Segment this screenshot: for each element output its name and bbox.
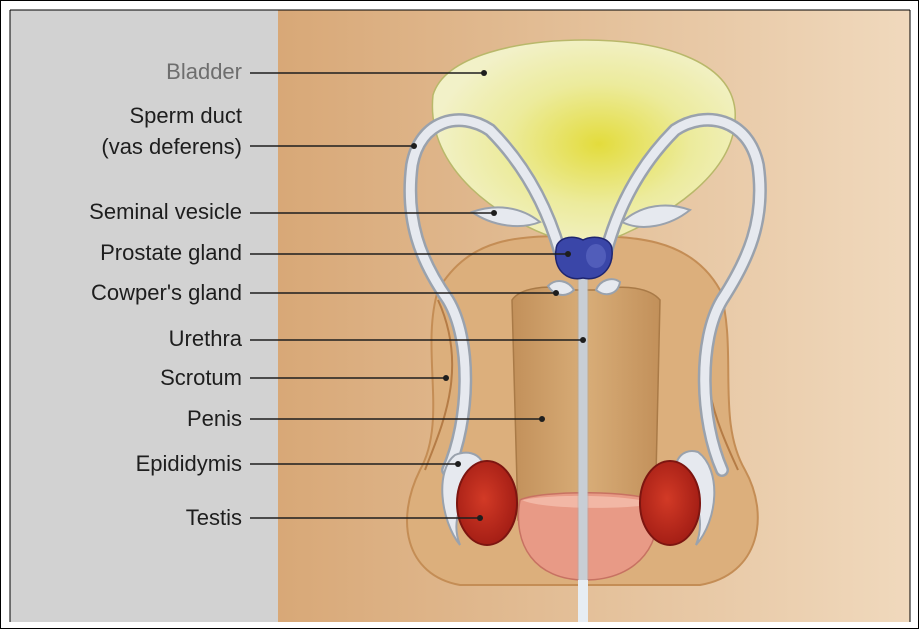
label-bladder: Bladder (166, 59, 242, 84)
label-scrotum: Scrotum (160, 365, 242, 390)
leader-dot-cowpers-gland (553, 290, 559, 296)
leader-dot-prostate-gland (565, 251, 571, 257)
leader-dot-bladder (481, 70, 487, 76)
leader-dot-scrotum (443, 375, 449, 381)
leader-dot-epididymis (455, 461, 461, 467)
label-prostate-gland: Prostate gland (100, 240, 242, 265)
leader-dot-sperm-duct (411, 143, 417, 149)
testis-left (457, 461, 517, 545)
prostate-highlight (586, 244, 606, 268)
leader-dot-penis (539, 416, 545, 422)
leader-dot-seminal-vesicle (491, 210, 497, 216)
label-vas-deferens: (vas deferens) (101, 134, 242, 159)
urine-exit (578, 580, 588, 622)
label-sperm-duct: Sperm duct (130, 103, 243, 128)
label-seminal-vesicle: Seminal vesicle (89, 199, 242, 224)
testis-right (640, 461, 700, 545)
label-testis: Testis (186, 505, 242, 530)
leader-dot-testis (477, 515, 483, 521)
leader-dot-urethra (580, 337, 586, 343)
left-panel (10, 10, 278, 622)
label-penis: Penis (187, 406, 242, 431)
label-cowpers-gland: Cowper's gland (91, 280, 242, 305)
label-urethra: Urethra (169, 326, 243, 351)
label-epididymis: Epididymis (136, 451, 242, 476)
